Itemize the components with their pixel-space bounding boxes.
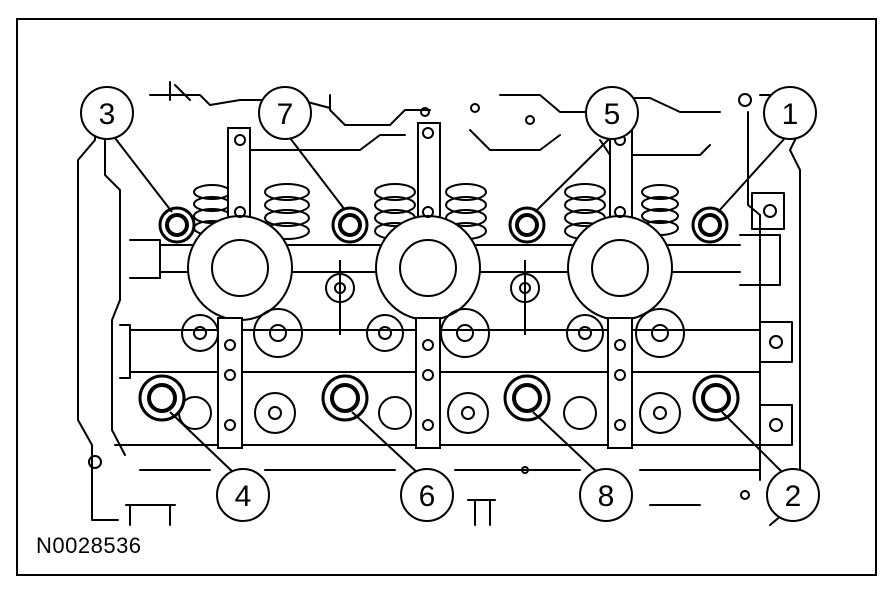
svg-text:7: 7 [277, 98, 294, 131]
callout-2: 2 [766, 468, 820, 522]
head-bolt-2 [692, 374, 740, 422]
valve-spring [641, 184, 679, 236]
svg-text:4: 4 [235, 480, 252, 513]
svg-text:1: 1 [782, 98, 799, 131]
callout-4: 4 [216, 468, 270, 522]
svg-text:2: 2 [785, 480, 802, 513]
head-bolt-8 [503, 374, 551, 422]
callout-7: 7 [258, 86, 312, 140]
callout-3: 3 [80, 86, 134, 140]
svg-text:5: 5 [604, 98, 621, 131]
figure-id-label: N0028536 [36, 533, 142, 558]
head-bolt-3 [158, 206, 196, 244]
callout-8: 8 [579, 468, 633, 522]
stud-posts [339, 260, 526, 335]
callout-1: 1 [763, 86, 817, 140]
head-bolt-6 [321, 374, 369, 422]
svg-text:8: 8 [598, 480, 615, 513]
head-outline [77, 109, 119, 521]
head-bolt-1 [691, 206, 729, 244]
bearing-cap [187, 127, 293, 449]
svg-text:6: 6 [419, 480, 436, 513]
callout-5: 5 [585, 86, 639, 140]
bearing-caps [187, 122, 673, 449]
svg-text:3: 3 [99, 98, 116, 131]
head-bolt-4 [138, 374, 186, 422]
callouts: 1 2 3 4 5 6 7 8 [80, 86, 820, 522]
head-bolts [138, 206, 740, 422]
head-bolt-5 [508, 206, 546, 244]
bearing-cap [567, 127, 673, 449]
journal-rings [178, 308, 685, 434]
callout-6: 6 [400, 468, 454, 522]
bearing-cap [375, 122, 481, 449]
head-bolt-7 [331, 206, 369, 244]
leader-lines [114, 137, 786, 476]
